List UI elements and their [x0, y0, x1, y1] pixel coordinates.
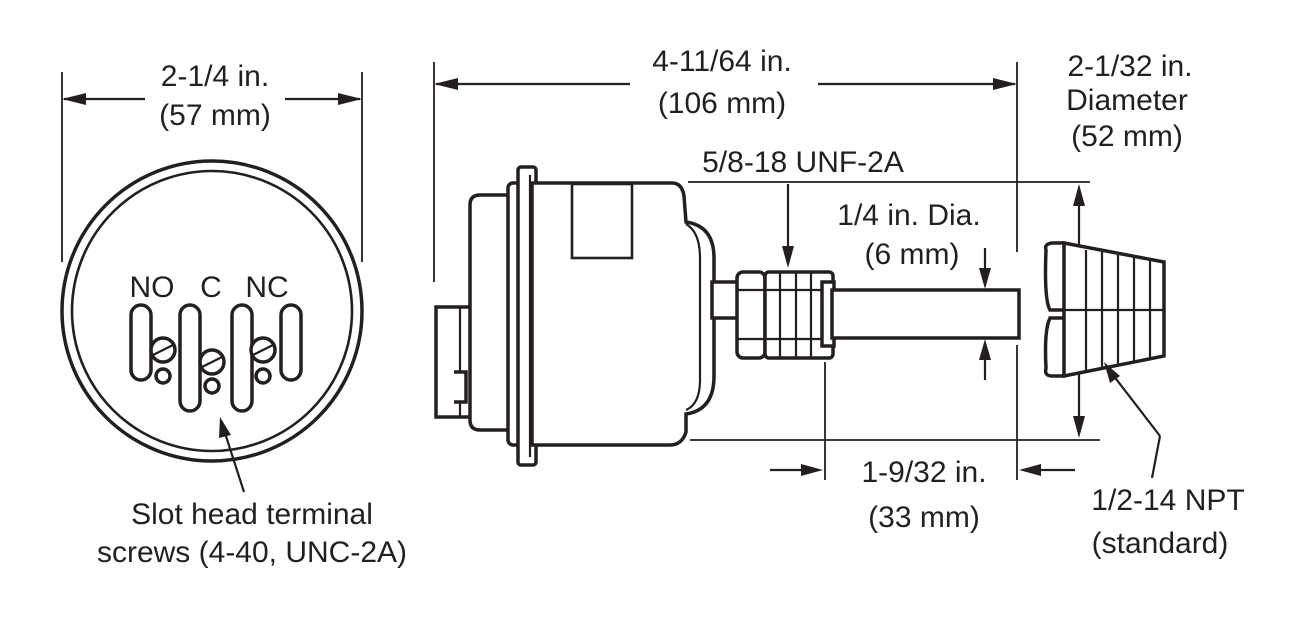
rear-cap	[468, 193, 512, 432]
terminal-slots	[129, 303, 303, 413]
shaft-diameter-label-2: (6 mm)	[865, 238, 960, 271]
screws-callout-line-1: Slot head terminal	[131, 498, 373, 531]
overall-length-dimension-line	[434, 78, 1017, 90]
shaft-length-label-1: 1-9/32 in.	[861, 456, 986, 489]
terminal-label-c: C	[200, 271, 222, 304]
shaft-length-label-2: (33 mm)	[868, 501, 980, 534]
screws-callout-line-2: screws (4-40, UNC-2A)	[97, 536, 407, 569]
terminal-label-nc: NC	[245, 271, 288, 304]
front-inner-circle	[70, 169, 354, 453]
nut-diameter-label-1: 2-1/32 in.	[1067, 50, 1192, 83]
side-view: 4-11/64 in. (106 mm) 5/8-18 UNF	[433, 45, 1245, 560]
screws-callout-leader	[219, 417, 246, 493]
terminal-screws	[149, 336, 277, 395]
npt-callout-line-2: (standard)	[1092, 527, 1229, 560]
conduit-nut	[1043, 240, 1166, 379]
width-dimension-line	[62, 93, 362, 105]
terminal-label-no: NO	[130, 271, 175, 304]
width-front-label-2: (57 mm)	[159, 99, 271, 132]
overall-length-label-2: (106 mm)	[658, 87, 786, 120]
npt-callout-leader	[1104, 362, 1162, 479]
overall-length-label-1: 4-11/64 in.	[652, 45, 792, 78]
shaft-diameter-dimension	[972, 248, 1000, 380]
thread-leader	[782, 184, 794, 268]
lock-nut	[735, 270, 767, 360]
front-view: 2-1/4 in. (57 mm) NO C NC	[60, 60, 407, 569]
label-plate	[570, 182, 634, 260]
nut-diameter-label-3: (52 mm)	[1071, 120, 1183, 153]
thread-label: 5/8-18 UNF-2A	[702, 146, 904, 179]
nut-diameter-label-2: Diameter	[1066, 84, 1188, 117]
shaft	[830, 288, 1021, 340]
npt-callout-line-1: 1/2-14 NPT	[1091, 484, 1244, 517]
width-front-label-1: 2-1/4 in.	[161, 60, 269, 93]
shaft-diameter-label-1: 1/4 in. Dia.	[837, 199, 980, 232]
shaft-length-dimension	[770, 464, 1075, 476]
